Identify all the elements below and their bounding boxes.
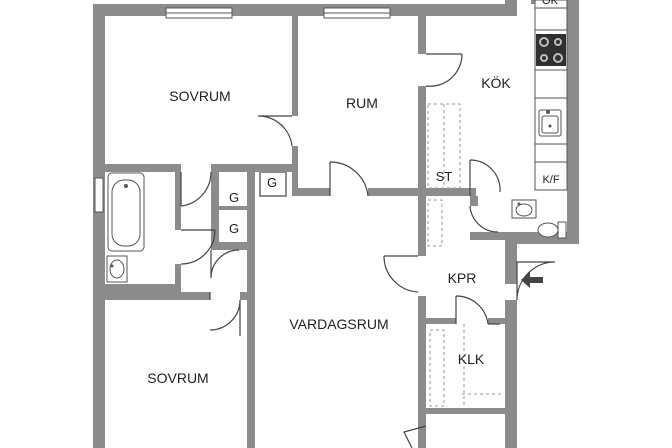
toilet-icon (537, 221, 567, 239)
label-g2: G (229, 190, 239, 205)
label-klk: KLK (458, 351, 485, 367)
label-sovrum-top: SOVRUM (169, 88, 230, 104)
label-g1: G (267, 175, 277, 190)
window-bath (94, 177, 104, 213)
label-kok: KÖK (481, 74, 511, 91)
label-st: ST (436, 169, 453, 184)
label-ok-partial: OK (542, 0, 559, 7)
bathtub-icon (107, 172, 145, 252)
label-sovrum-bottom: SOVRUM (147, 370, 208, 386)
bathroom-sink-icon (106, 255, 128, 283)
kitchen-counter (534, 0, 568, 191)
windows (94, 7, 391, 213)
label-g3: G (229, 221, 239, 236)
label-kpr: KPR (448, 270, 477, 286)
kitchen-sink-icon (538, 109, 562, 137)
door-swings (180, 53, 501, 448)
room-labels: SOVRUM RUM KÖK OK ST K/F G G G VARDAGSRU… (147, 0, 560, 386)
closet-g-small (259, 171, 287, 197)
label-kf: K/F (542, 174, 559, 186)
entrance-arrow-icon (516, 261, 556, 301)
wc-sink-icon (511, 199, 537, 219)
label-rum: RUM (346, 95, 378, 111)
dashed-shelves (427, 103, 502, 407)
walls (93, 0, 579, 448)
label-vardagsrum: VARDAGSRUM (289, 316, 388, 332)
